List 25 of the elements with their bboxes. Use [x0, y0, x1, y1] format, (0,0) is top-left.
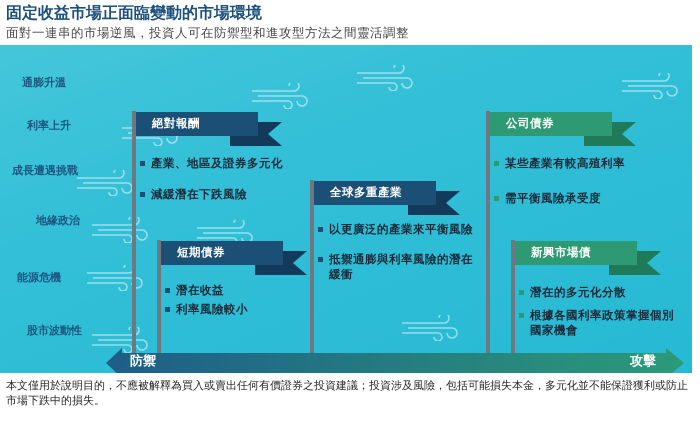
- headwind-label: 利率上升: [27, 118, 71, 133]
- bullet-item: 需平衡風險承受度: [494, 191, 675, 206]
- bullet-item: 抵禦通膨與利率風險的潛在緩衝: [318, 252, 477, 282]
- bullet-item: 潛在收益: [165, 283, 316, 298]
- title: 固定收益市場正面臨變動的市場環境: [6, 3, 262, 24]
- flag-title: 全球多重產業: [330, 185, 402, 200]
- headwind-label: 股市波動性: [27, 323, 82, 338]
- bullet-item: 利率風險較小: [165, 302, 316, 317]
- headwind-label: 成長遭遇挑戰: [12, 163, 78, 178]
- flag-title: 絕對報酬: [152, 116, 200, 131]
- headwind-label: 通膨升溫: [22, 75, 66, 90]
- bullet-item: 產業、地區及證券多元化: [140, 156, 321, 171]
- arrow-label: 防禦: [130, 352, 156, 370]
- headwind-label: 地緣政治: [36, 213, 80, 228]
- headwind-label: 能源危機: [17, 270, 61, 285]
- bullet-item: 某些產業有較高殖利率: [494, 156, 675, 171]
- bullet-item: 潛在的多元化分散: [519, 285, 680, 300]
- arrow-label: 攻擊: [630, 353, 656, 370]
- bullet-item: 根據各國利率政策掌握個別國家機會: [519, 308, 680, 338]
- flag-title: 新興市場債: [531, 245, 591, 260]
- flag-title: 短期債券: [177, 245, 225, 260]
- footnote: 本文僅用於說明目的，不應被解釋為買入或賣出任何有價證券之投資建議；投資涉及風險，包括可能損失本金，多元化並不能保證獲利或防止市場下跌中的損失。: [6, 378, 689, 408]
- flag-title: 公司債券: [506, 116, 554, 131]
- subtitle: 面對一連串的市場逆風，投資人可在防禦型和進攻型方法之間靈活調整: [6, 25, 409, 42]
- bullet-item: 以更廣泛的產業來平衡風險: [318, 222, 477, 237]
